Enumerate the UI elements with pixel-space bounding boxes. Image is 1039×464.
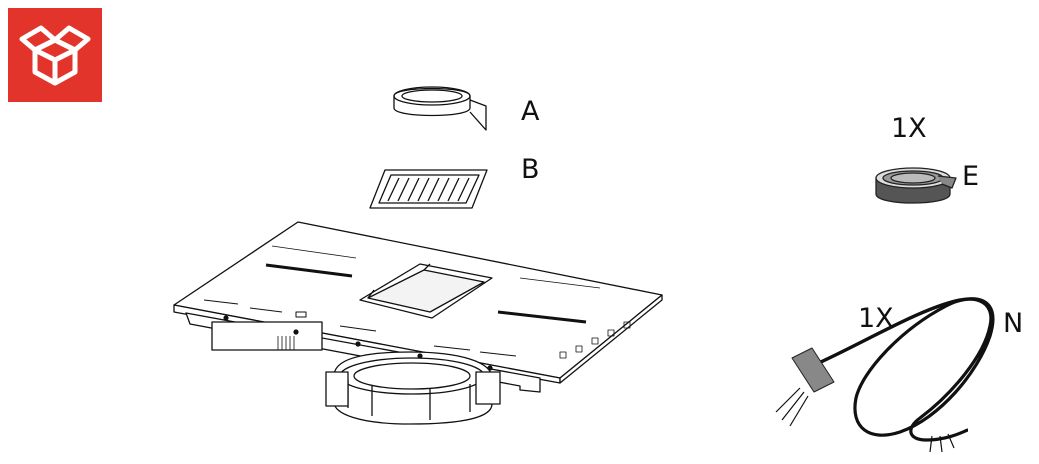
- tape-roll-a: [393, 86, 487, 131]
- grille-b: [369, 169, 488, 209]
- power-cable-n: [775, 297, 995, 453]
- hob-unit: [173, 221, 663, 425]
- quantity-n: 1X: [858, 303, 894, 334]
- unpacking-badge: [8, 8, 102, 102]
- label-e: E: [962, 161, 980, 192]
- open-box-icon: [19, 25, 91, 86]
- seal-roll-e: [875, 167, 957, 204]
- label-n: N: [1003, 308, 1024, 339]
- label-a: A: [521, 96, 540, 127]
- label-b: B: [521, 154, 540, 185]
- quantity-e: 1X: [891, 113, 927, 144]
- control-markings: [203, 299, 517, 357]
